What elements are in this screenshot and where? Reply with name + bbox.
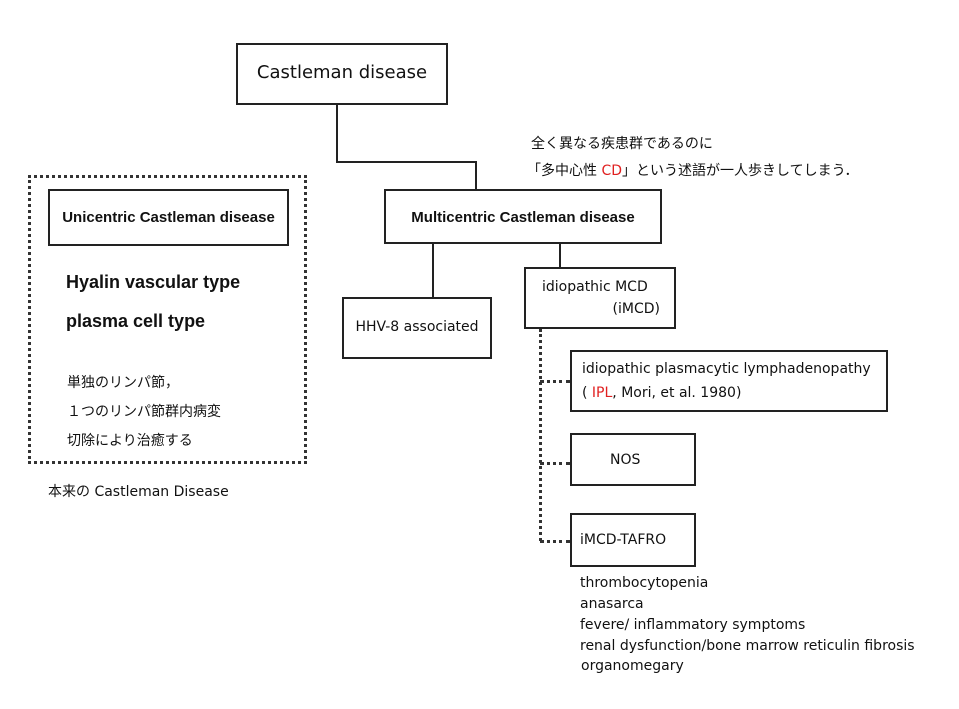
connector-imcd-dotted-vertical bbox=[539, 329, 542, 541]
connector-to-multicentric bbox=[475, 161, 477, 190]
tafro-node-label: iMCD-TAFRO bbox=[580, 532, 667, 548]
ipl-node-line-1: idiopathic plasmacytic lymphadenopathy bbox=[582, 361, 871, 377]
unicentric-region bbox=[28, 175, 307, 464]
ipl-node-line-2-suffix: , Mori, et al. 1980) bbox=[612, 385, 742, 401]
hhv8-node: HHV-8 associated bbox=[342, 297, 492, 359]
annotation-line-1: 全く異なる疾患群であるのに bbox=[531, 136, 713, 152]
multicentric-node-label: Multicentric Castleman disease bbox=[411, 209, 635, 226]
unicentric-node: Unicentric Castleman disease bbox=[48, 189, 289, 246]
annotation-line-2-prefix: 「多中心性 bbox=[527, 163, 602, 179]
annotation-line-2: 「多中心性 CD」という述語が一人歩きしてしまう． bbox=[527, 160, 858, 180]
tafro-feature-3: fevere/ inflammatory symptoms bbox=[580, 617, 806, 633]
tafro-feature-5: organomegary bbox=[581, 658, 684, 674]
nos-node: NOS bbox=[570, 433, 696, 486]
imcd-node-line-1: idiopathic MCD bbox=[542, 279, 648, 295]
ipl-node-line-2: ( IPL, Mori, et al. 1980) bbox=[582, 385, 741, 401]
connector-to-imcd bbox=[559, 244, 561, 268]
ipl-highlight: IPL bbox=[591, 385, 613, 401]
connector-to-nos bbox=[540, 462, 570, 465]
tafro-node: iMCD-TAFRO bbox=[570, 513, 696, 567]
unicentric-type-hyalin: Hyalin vascular type bbox=[66, 272, 241, 292]
tafro-feature-4: renal dysfunction/bone marrow reticulin … bbox=[580, 638, 915, 654]
tafro-feature-2: anasarca bbox=[580, 596, 644, 612]
unicentric-node-label: Unicentric Castleman disease bbox=[62, 209, 275, 226]
connector-to-ipl bbox=[540, 380, 570, 383]
unicentric-caption: 本来の Castleman Disease bbox=[48, 484, 229, 500]
unicentric-note-3: 切除により治癒する bbox=[67, 433, 193, 449]
root-node-label: Castleman disease bbox=[256, 62, 428, 83]
unicentric-type-plasma: plasma cell type bbox=[66, 311, 206, 331]
connector-to-hhv8 bbox=[432, 244, 434, 298]
unicentric-note-2: １つのリンパ節群内病変 bbox=[67, 404, 221, 420]
unicentric-note-1: 単独のリンパ節， bbox=[67, 375, 179, 391]
nos-node-label: NOS bbox=[610, 452, 641, 468]
ipl-node-line-2-prefix: ( bbox=[582, 385, 592, 401]
connector-to-tafro bbox=[540, 540, 570, 543]
multicentric-node: Multicentric Castleman disease bbox=[384, 189, 662, 244]
annotation-highlight-cd: CD bbox=[601, 163, 623, 179]
imcd-node-line-2: (iMCD) bbox=[612, 301, 660, 317]
root-node-castleman-disease: Castleman disease bbox=[236, 43, 448, 105]
connector-root-down bbox=[336, 105, 338, 163]
connector-root-multicentric-horizontal bbox=[336, 161, 477, 163]
tafro-feature-1: thrombocytopenia bbox=[580, 575, 709, 591]
hhv8-node-label: HHV-8 associated bbox=[355, 319, 479, 335]
ipl-node: idiopathic plasmacytic lymphadenopathy (… bbox=[570, 350, 888, 412]
imcd-node: idiopathic MCD (iMCD) bbox=[524, 267, 676, 329]
annotation-line-2-suffix: 」という述語が一人歩きしてしまう． bbox=[622, 163, 859, 179]
